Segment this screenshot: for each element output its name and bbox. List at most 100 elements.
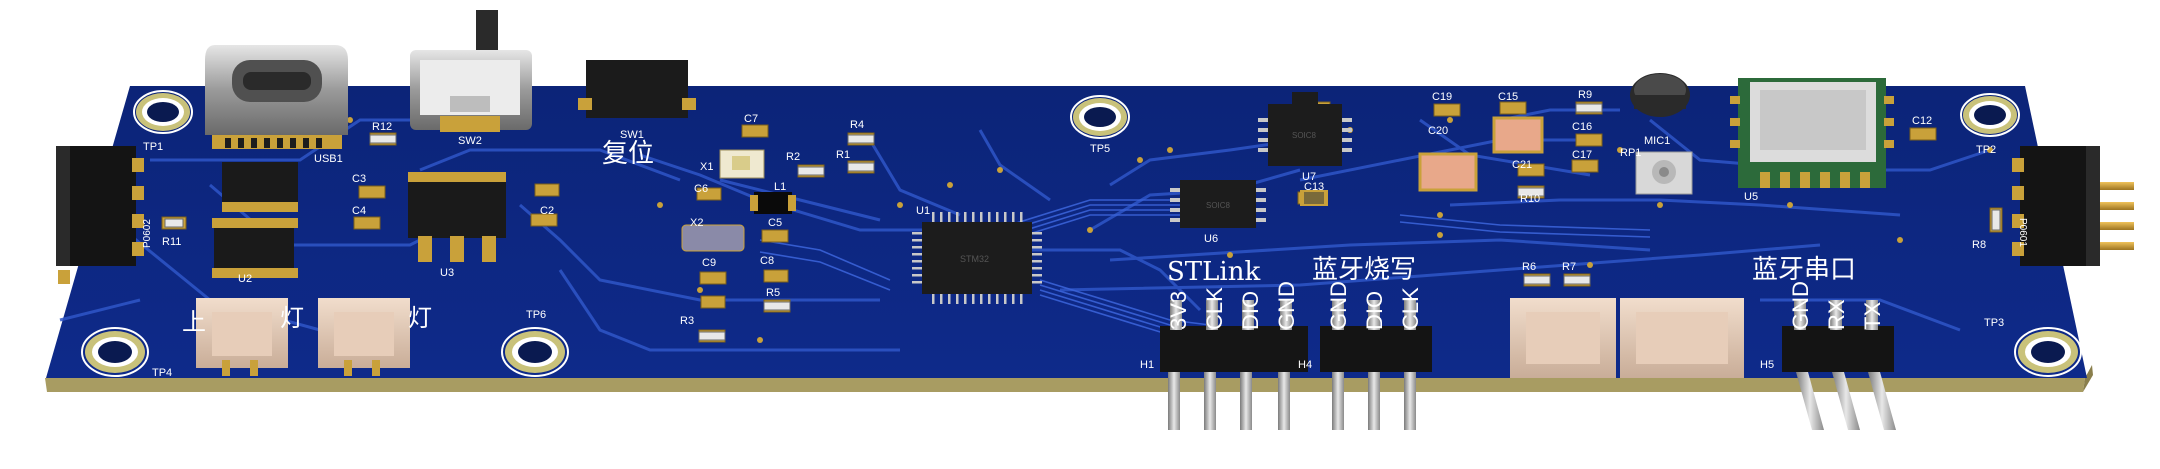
refdes: C8	[760, 255, 774, 267]
refdes: R5	[766, 287, 780, 299]
h4-pin-label: CLK	[1398, 287, 1423, 330]
h1-pin-label: DIO	[1238, 291, 1263, 330]
h4-pin-labels: GND DIO CLK	[1326, 281, 1423, 330]
refdes: TP5	[1090, 143, 1110, 155]
push-button-sw1	[578, 60, 696, 118]
refdes: U5	[1744, 191, 1758, 203]
mount-hole-tp4	[81, 327, 149, 377]
slide-switch-sw2	[410, 10, 532, 132]
refdes: C12	[1912, 115, 1932, 127]
label-partial-right: 灯	[408, 304, 432, 332]
pin-header-h4	[1320, 300, 1432, 430]
refdes: R12	[372, 121, 392, 133]
refdes: RP1	[1620, 147, 1641, 159]
refdes: C5	[768, 217, 782, 229]
header-p0602	[56, 146, 144, 284]
refdes: C17	[1572, 149, 1592, 161]
refdes: P0601	[2017, 218, 2028, 247]
copper-traces	[59, 108, 1991, 352]
refdes: R3	[680, 315, 694, 327]
board-edge-right	[2083, 365, 2093, 392]
potentiometer-rp1	[1635, 151, 1693, 195]
refdes-labels: TP1 TP2 TP3 TP4 TP5 TP6 USB1 SW1 SW2 R12…	[142, 89, 2028, 379]
ic-u7-mark: SOIC8	[1292, 131, 1317, 140]
refdes: U7	[1302, 171, 1316, 183]
label-partial-left: 上	[182, 308, 206, 336]
refdes: USB1	[314, 153, 343, 165]
h1-pin-label: CLK	[1202, 287, 1227, 330]
h5-pin-label: RX	[1824, 299, 1849, 330]
bt-module-u5	[1730, 78, 1894, 188]
refdes: C20	[1428, 125, 1448, 137]
jst-connector-left-2	[318, 298, 410, 376]
label-partial-mid: 灯	[280, 304, 304, 332]
cap-c15	[1492, 116, 1544, 154]
refdes: C15	[1498, 91, 1518, 103]
refdes: MIC1	[1644, 135, 1670, 147]
refdes: X1	[700, 161, 713, 173]
mount-hole-tp2	[1960, 93, 2020, 137]
board-edge	[45, 378, 2085, 392]
refdes: H4	[1298, 359, 1312, 371]
refdes: C7	[744, 113, 758, 125]
mount-hole-tp5	[1070, 95, 1130, 139]
h5-pin-labels: GND RX TX	[1788, 281, 1885, 330]
mcu-u1-mark: STM32	[960, 254, 989, 264]
refdes: U2	[238, 273, 252, 285]
refdes: L1	[774, 181, 786, 193]
refdes: X2	[690, 217, 703, 229]
mount-hole-tp3	[2014, 327, 2082, 377]
jst-connector-right-2	[1620, 298, 1744, 378]
label-bt-serial: 蓝牙串口	[1752, 255, 1856, 285]
refdes: U6	[1204, 233, 1218, 245]
refdes: SW1	[620, 129, 644, 141]
label-stlink: STLink	[1167, 257, 1260, 287]
refdes: U3	[440, 267, 454, 279]
pin-header-h5	[1782, 300, 1896, 430]
resistors-white	[164, 103, 2001, 341]
refdes: R9	[1578, 89, 1592, 101]
h4-pin-label: DIO	[1362, 291, 1387, 330]
label-reset: 复位	[602, 139, 654, 169]
refdes: R10	[1520, 193, 1540, 205]
h5-pin-label: GND	[1788, 281, 1813, 330]
refdes: R1	[836, 149, 850, 161]
refdes: TP2	[1976, 144, 1996, 156]
refdes: TP6	[526, 309, 546, 321]
cap-c20	[1418, 152, 1478, 192]
refdes: R4	[850, 119, 864, 131]
crystal-x1	[719, 149, 765, 179]
refdes: H5	[1760, 359, 1774, 371]
ic-u6: SOIC8	[1170, 180, 1266, 228]
refdes: R2	[786, 151, 800, 163]
refdes: C3	[352, 173, 366, 185]
refdes: R11	[162, 236, 181, 248]
cap-c13	[1300, 190, 1328, 206]
refdes: SW2	[458, 135, 482, 147]
refdes: TP3	[1984, 317, 2004, 329]
diode-top	[222, 162, 298, 212]
refdes: C13	[1304, 181, 1324, 193]
mount-hole-tp1	[133, 90, 193, 134]
pin-header-h1	[1160, 300, 1308, 430]
header-p0601	[2012, 146, 2134, 266]
refdes: C21	[1512, 159, 1532, 171]
ic-u7: SOIC8	[1258, 92, 1352, 166]
mount-hole-tp6	[501, 327, 569, 377]
jst-connector-right-1	[1510, 298, 1616, 378]
jst-connector-left-1	[196, 298, 288, 376]
microphone-mic1	[1630, 73, 1690, 117]
refdes: U1	[916, 205, 930, 217]
ic-u2	[212, 218, 298, 278]
refdes: C6	[694, 183, 708, 195]
refdes: C19	[1432, 91, 1452, 103]
h1-pin-label: 3V3	[1166, 291, 1191, 330]
refdes: C16	[1572, 121, 1592, 133]
h1-pin-labels: 3V3 CLK DIO GND	[1166, 281, 1299, 330]
refdes: P0602	[142, 219, 153, 248]
h5-pin-label: TX	[1860, 302, 1885, 330]
refdes: H1	[1140, 359, 1154, 371]
refdes: C9	[702, 257, 716, 269]
label-bt-flash: 蓝牙烧写	[1312, 255, 1416, 285]
